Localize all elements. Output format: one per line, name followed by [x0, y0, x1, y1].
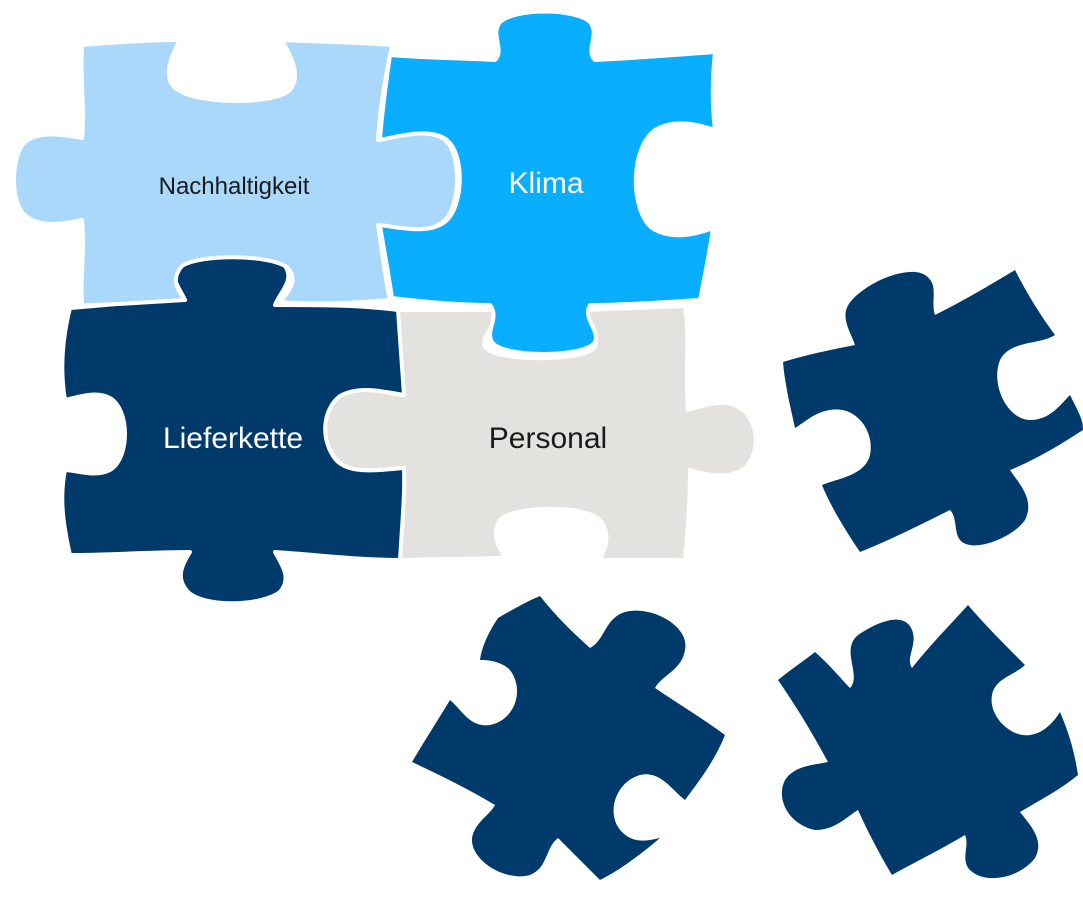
loose-pieces	[412, 270, 1083, 880]
piece-klima	[378, 9, 717, 356]
label-nachhaltigkeit: Nachhaltigkeit	[159, 173, 310, 200]
piece-lieferkette	[60, 252, 407, 606]
loose-piece-bottom-left	[412, 596, 725, 880]
piece-nachhaltigkeit	[12, 38, 459, 307]
loose-piece-bottom-right	[778, 605, 1078, 879]
label-lieferkette: Lieferkette	[163, 422, 303, 455]
label-klima: Klima	[508, 167, 583, 200]
loose-piece-right	[783, 270, 1083, 552]
assembled-puzzle: Nachhaltigkeit Klima Lieferkette Persona…	[12, 9, 758, 606]
label-personal: Personal	[489, 422, 607, 455]
